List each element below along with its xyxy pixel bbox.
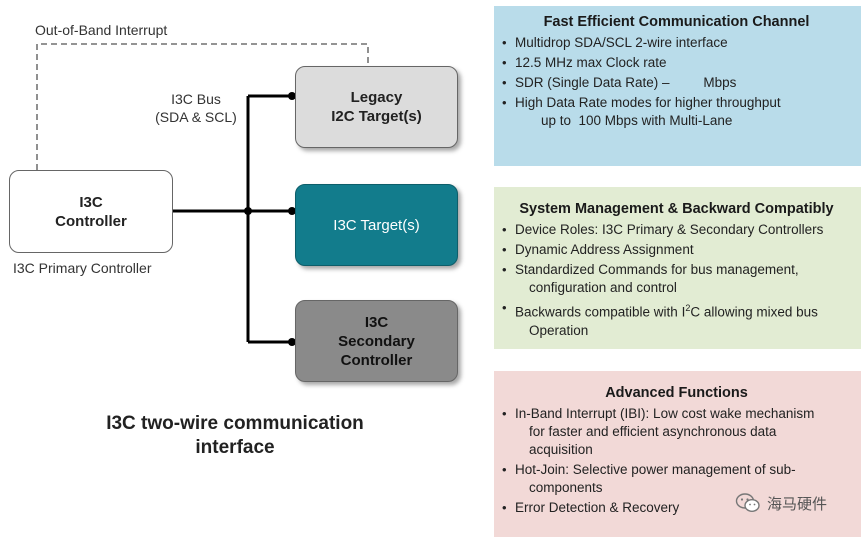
oob-interrupt-label: Out-of-Band Interrupt bbox=[35, 22, 168, 38]
secondary-controller-box: I3C Secondary Controller bbox=[295, 300, 458, 382]
list-item-text: C allowing mixed bus bbox=[690, 304, 818, 320]
list-item-continuation: for faster and efficient asynchronous da… bbox=[529, 424, 777, 439]
list-item: Device Roles: I3C Primary & Secondary Co… bbox=[502, 221, 851, 239]
panel-title: Fast Efficient Communication Channel bbox=[543, 14, 810, 30]
panel-communication: Fast Efficient Communication Channel Mul… bbox=[494, 6, 861, 166]
watermark-text: 海马硬件 bbox=[767, 495, 828, 513]
panel-title: System Management & Backward Compatibly bbox=[519, 201, 834, 217]
legacy-target-box: Legacy I2C Target(s) bbox=[295, 66, 458, 148]
junction-dot bbox=[288, 338, 296, 346]
list-item: Standardized Commands for bus management… bbox=[502, 261, 851, 297]
list-item-continuation: up to 100 Mbps with Multi-Lane bbox=[541, 113, 733, 128]
list-item: Hot-Join: Selective power management of … bbox=[502, 461, 851, 497]
panel-title: Advanced Functions bbox=[605, 385, 748, 401]
list-item-text: Backwards compatible with I bbox=[515, 304, 686, 320]
list-item: Backwards compatible with I2C allowing m… bbox=[502, 299, 851, 340]
bus-label: I3C Bus (SDA & SCL) bbox=[155, 91, 237, 125]
i3c-diagram: Out-of-Band Interrupt I3C Bus (SDA & SCL… bbox=[9, 22, 458, 458]
list-item-text: Standardized Commands for bus management… bbox=[515, 262, 799, 277]
feature-list: Multidrop SDA/SCL 2-wire interface 12.5 … bbox=[502, 34, 851, 130]
panel-advanced-functions: Advanced Functions In-Band Interrupt (IB… bbox=[494, 371, 861, 537]
junction-dot bbox=[288, 207, 296, 215]
junction-dot bbox=[244, 207, 252, 215]
wechat-icon bbox=[735, 493, 760, 513]
panel-system-management: System Management & Backward Compatibly … bbox=[494, 187, 861, 349]
feature-list: Device Roles: I3C Primary & Secondary Co… bbox=[502, 221, 851, 340]
list-item-continuation: components bbox=[529, 480, 603, 495]
list-item-text: Hot-Join: Selective power management of … bbox=[515, 462, 796, 477]
list-item-continuation: acquisition bbox=[529, 442, 593, 457]
list-item: 12.5 MHz max Clock rate bbox=[502, 54, 851, 72]
list-item: In-Band Interrupt (IBI): Low cost wake m… bbox=[502, 405, 851, 459]
list-item: Error Detection & Recovery bbox=[502, 499, 851, 517]
diagram-caption: I3C two-wire communication interface bbox=[106, 413, 364, 458]
list-item: Multidrop SDA/SCL 2-wire interface bbox=[502, 34, 851, 52]
list-item-continuation: Operation bbox=[529, 322, 589, 338]
junction-dot bbox=[288, 92, 296, 100]
list-item-text: High Data Rate modes for higher throughp… bbox=[515, 95, 781, 110]
list-item-continuation: configuration and control bbox=[529, 280, 677, 295]
feature-list: In-Band Interrupt (IBI): Low cost wake m… bbox=[502, 405, 851, 517]
superscript: 2 bbox=[685, 303, 691, 313]
list-item: High Data Rate modes for higher throughp… bbox=[502, 94, 851, 130]
i3c-target-box: I3C Target(s) bbox=[295, 184, 458, 266]
list-item: SDR (Single Data Rate) – Mbps bbox=[502, 74, 851, 92]
list-item-text: In-Band Interrupt (IBI): Low cost wake m… bbox=[515, 406, 815, 421]
oob-interrupt-line bbox=[36, 43, 369, 170]
diagram-wires bbox=[36, 43, 369, 346]
controller-box: I3C Controller bbox=[9, 170, 173, 253]
watermark: 海马硬件 bbox=[735, 490, 827, 516]
controller-caption: I3C Primary Controller bbox=[13, 260, 152, 276]
list-item: Dynamic Address Assignment bbox=[502, 241, 851, 259]
